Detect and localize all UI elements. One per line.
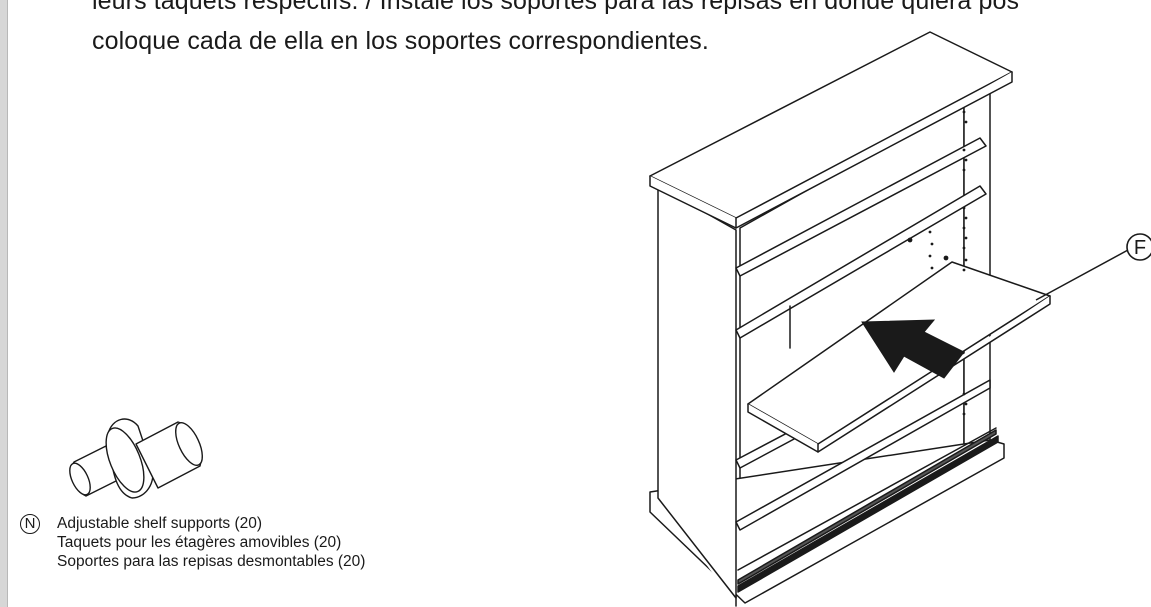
instruction-text-line-1: leurs taquets respectifs. / Instale los … (92, 0, 1020, 15)
part-n-names: Adjustable shelf supports (20) Taquets p… (57, 514, 365, 571)
part-f-badge-circle (1126, 233, 1151, 261)
part-n-name-es: Soportes para las repisas desmontables (… (57, 553, 366, 570)
part-f-badge: F (1134, 237, 1146, 259)
page-border (0, 0, 8, 607)
part-n-name-en: Adjustable shelf supports (20) (57, 515, 263, 532)
insert-arrow-icon (861, 319, 965, 379)
part-n-name-fr: Taquets pour les étagères amovibles (20) (57, 534, 342, 551)
part-n-badge: N (20, 514, 40, 534)
instruction-text-line-2: coloque cada de ella en los soportes cor… (92, 27, 709, 55)
